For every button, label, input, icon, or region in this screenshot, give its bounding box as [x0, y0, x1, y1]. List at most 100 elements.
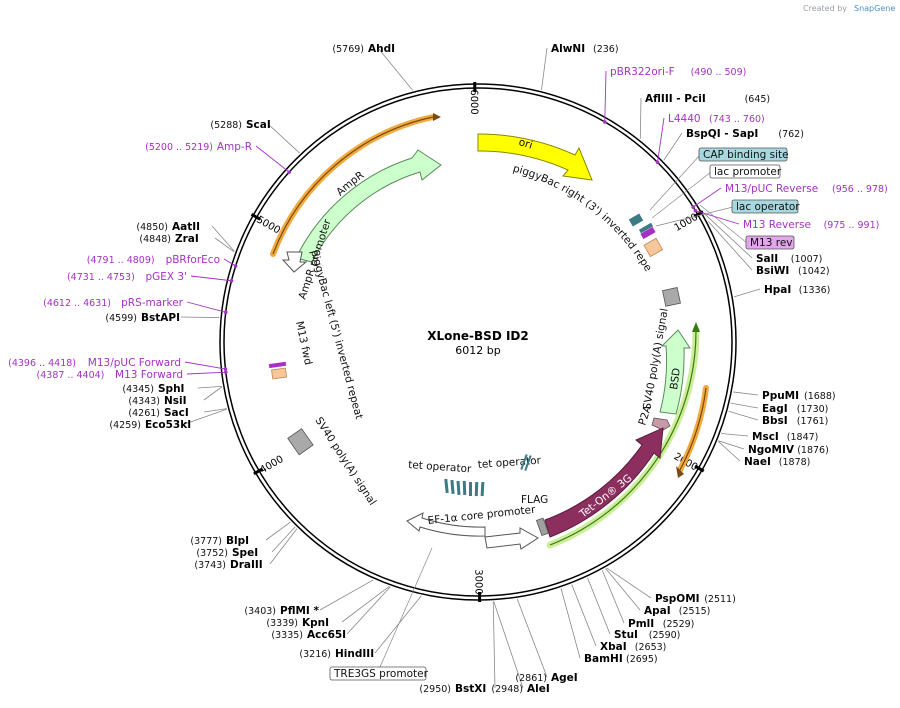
flag-feature[interactable] [535, 517, 550, 537]
primer-range: (490 .. 509) [691, 67, 747, 78]
restriction-site-label[interactable]: MscI(1847) [752, 431, 818, 443]
sv40-polya-right-feature[interactable] [662, 287, 681, 307]
restriction-site-label[interactable]: AgeI(2861) [515, 672, 577, 684]
restriction-site-label[interactable]: Eco53kI(4259) [109, 419, 191, 431]
site-leader-line [377, 47, 413, 91]
restriction-site-label[interactable]: KpnI(3339) [266, 617, 329, 629]
primer-name: Amp-R [217, 141, 252, 153]
primer-range: (4791 .. 4809) [87, 255, 155, 266]
restriction-site-label[interactable]: BstXI(2950) [419, 683, 486, 695]
site-position: (1730) [797, 404, 829, 415]
boxed-feature-label[interactable]: M13 rev [745, 235, 795, 250]
restriction-site-label[interactable]: NgoMIV(1876) [748, 444, 829, 456]
primer-label[interactable]: M13/pUC Forward(4396 .. 4418) [8, 357, 181, 369]
restriction-site-label[interactable]: AlwNI(236) [551, 43, 619, 55]
site-leader-line [269, 528, 298, 565]
m13-fwd-feature[interactable] [268, 361, 287, 369]
restriction-site-label[interactable]: AleI(2948) [491, 683, 549, 695]
restriction-site-label[interactable]: DraIII(3743) [194, 559, 262, 571]
restriction-site-label[interactable]: SphI(4345) [122, 383, 184, 395]
primer-label[interactable]: Amp-R(5200 .. 5219) [145, 141, 252, 153]
boxed-feature-label[interactable]: CAP binding site [698, 147, 789, 162]
restriction-site-label[interactable]: AatII(4850) [136, 221, 200, 233]
site-position: (2695) [626, 654, 658, 665]
boxed-feature-label[interactable]: TRE3GS promoter [329, 666, 429, 681]
site-leader-line [492, 601, 496, 689]
restriction-site-label[interactable]: PpuMI(1688) [762, 390, 836, 402]
ori-feature[interactable] [477, 133, 593, 181]
restriction-site-label[interactable]: NsiI(4343) [128, 395, 186, 407]
tick-mark [250, 213, 261, 221]
restriction-site-label[interactable]: BstAPI(4599) [105, 312, 180, 324]
restriction-site-label[interactable]: ScaI(5288) [210, 119, 270, 131]
restriction-site-label[interactable]: EagI(1730) [762, 403, 828, 415]
restriction-site-label[interactable]: BlpI(3777) [190, 535, 249, 547]
primer-label[interactable]: M13 Forward(4387 .. 4404) [37, 369, 183, 381]
plasmid-name: XLone-BSD ID2 [427, 329, 529, 343]
bsd-feature[interactable] [659, 329, 691, 415]
tick-mark [694, 464, 705, 473]
restriction-site-label[interactable]: SacI(4261) [128, 407, 188, 419]
site-name: AlwNI [551, 43, 585, 55]
tick-label: 5000 [254, 214, 282, 236]
boxed-feature-label[interactable]: lac promoter [709, 164, 782, 179]
site-position: (3335) [271, 630, 303, 641]
primer-label[interactable]: L4440(743 .. 760) [668, 113, 765, 125]
site-name: NsiI [164, 395, 187, 407]
primer-label[interactable]: pBRforEco(4791 .. 4809) [87, 254, 220, 266]
site-name: BamHI [584, 653, 623, 665]
primer-mark [693, 208, 698, 213]
site-position: (1688) [804, 391, 836, 402]
piggybac-left-feature[interactable] [271, 367, 288, 380]
primer-label[interactable]: M13/pUC Reverse(956 .. 978) [725, 183, 888, 195]
restriction-site-label[interactable]: ZraI(4848) [139, 233, 198, 245]
lac-promoter-feature[interactable] [638, 222, 654, 234]
lac-operator-feature[interactable] [640, 226, 656, 240]
tet-operator-block[interactable] [444, 478, 485, 497]
restriction-site-label[interactable]: BspQI - SapI(762) [686, 128, 804, 140]
primer-mark [602, 120, 607, 124]
restriction-site-label[interactable]: NaeI(1878) [744, 456, 810, 468]
boxed-feature-label[interactable]: lac operator [731, 199, 800, 214]
snapgene-brand: SnapGene [854, 4, 895, 13]
site-name: BbsI [762, 415, 788, 427]
restriction-site-label[interactable]: AhdI(5769) [332, 43, 395, 55]
ampr-promoter-feature[interactable] [281, 251, 308, 273]
restriction-site-label[interactable]: BsiWI(1042) [756, 265, 830, 277]
restriction-site-label[interactable]: HpaI(1336) [764, 284, 830, 296]
restriction-site-label[interactable]: SpeI(3752) [196, 547, 258, 559]
primer-label[interactable]: M13 Reverse(975 .. 991) [743, 219, 879, 231]
site-leader-line [708, 221, 753, 271]
primer-label[interactable]: pRS-marker(4612 .. 4631) [43, 297, 184, 309]
restriction-site-label[interactable]: XbaI(2653) [600, 641, 666, 653]
primer-label[interactable]: pBR322ori-F(490 .. 509) [610, 66, 746, 78]
p2a-feature[interactable] [651, 417, 671, 431]
ampr-feature[interactable] [295, 149, 442, 263]
primer-mark [223, 367, 228, 371]
restriction-site-label[interactable]: PmlI(2529) [628, 618, 694, 630]
ef1a-core-promoter-left[interactable] [406, 512, 486, 537]
site-leader-line [341, 586, 390, 623]
restriction-site-label[interactable]: BamHI(2695) [584, 653, 658, 665]
restriction-site-label[interactable]: Acc65I(3335) [271, 629, 346, 641]
boxed-label-bg [329, 666, 427, 681]
tet-on-3g-feature[interactable] [544, 427, 664, 538]
piggybac-right-feature[interactable] [643, 237, 664, 258]
restriction-site-label[interactable]: StuI(2590) [614, 629, 680, 641]
restriction-site-label[interactable]: SalI(1007) [756, 253, 822, 265]
cap-binding-site-feature[interactable] [628, 213, 644, 227]
ef1a-core-promoter-right[interactable] [484, 527, 539, 550]
restriction-site-label[interactable]: BbsI(1761) [762, 415, 828, 427]
sv40-polya-left-feature[interactable] [287, 428, 314, 456]
backbone-outer [219, 83, 737, 601]
restriction-site-label[interactable]: AflIII - PciI(645) [645, 93, 770, 105]
primer-label[interactable]: pGEX 3'(4731 .. 4753) [67, 271, 187, 283]
restriction-site-label[interactable]: PflMI *(3403) [244, 605, 319, 617]
tet-operator-single[interactable] [520, 454, 532, 471]
ori-label: ori [517, 136, 534, 151]
restriction-site-label[interactable]: ApaI(2515) [644, 605, 710, 617]
primer-mark [224, 370, 228, 374]
site-name: AgeI [551, 672, 578, 684]
restriction-site-label[interactable]: PspOMI(2511) [655, 593, 736, 605]
restriction-site-label[interactable]: HindIII(3216) [299, 648, 374, 660]
